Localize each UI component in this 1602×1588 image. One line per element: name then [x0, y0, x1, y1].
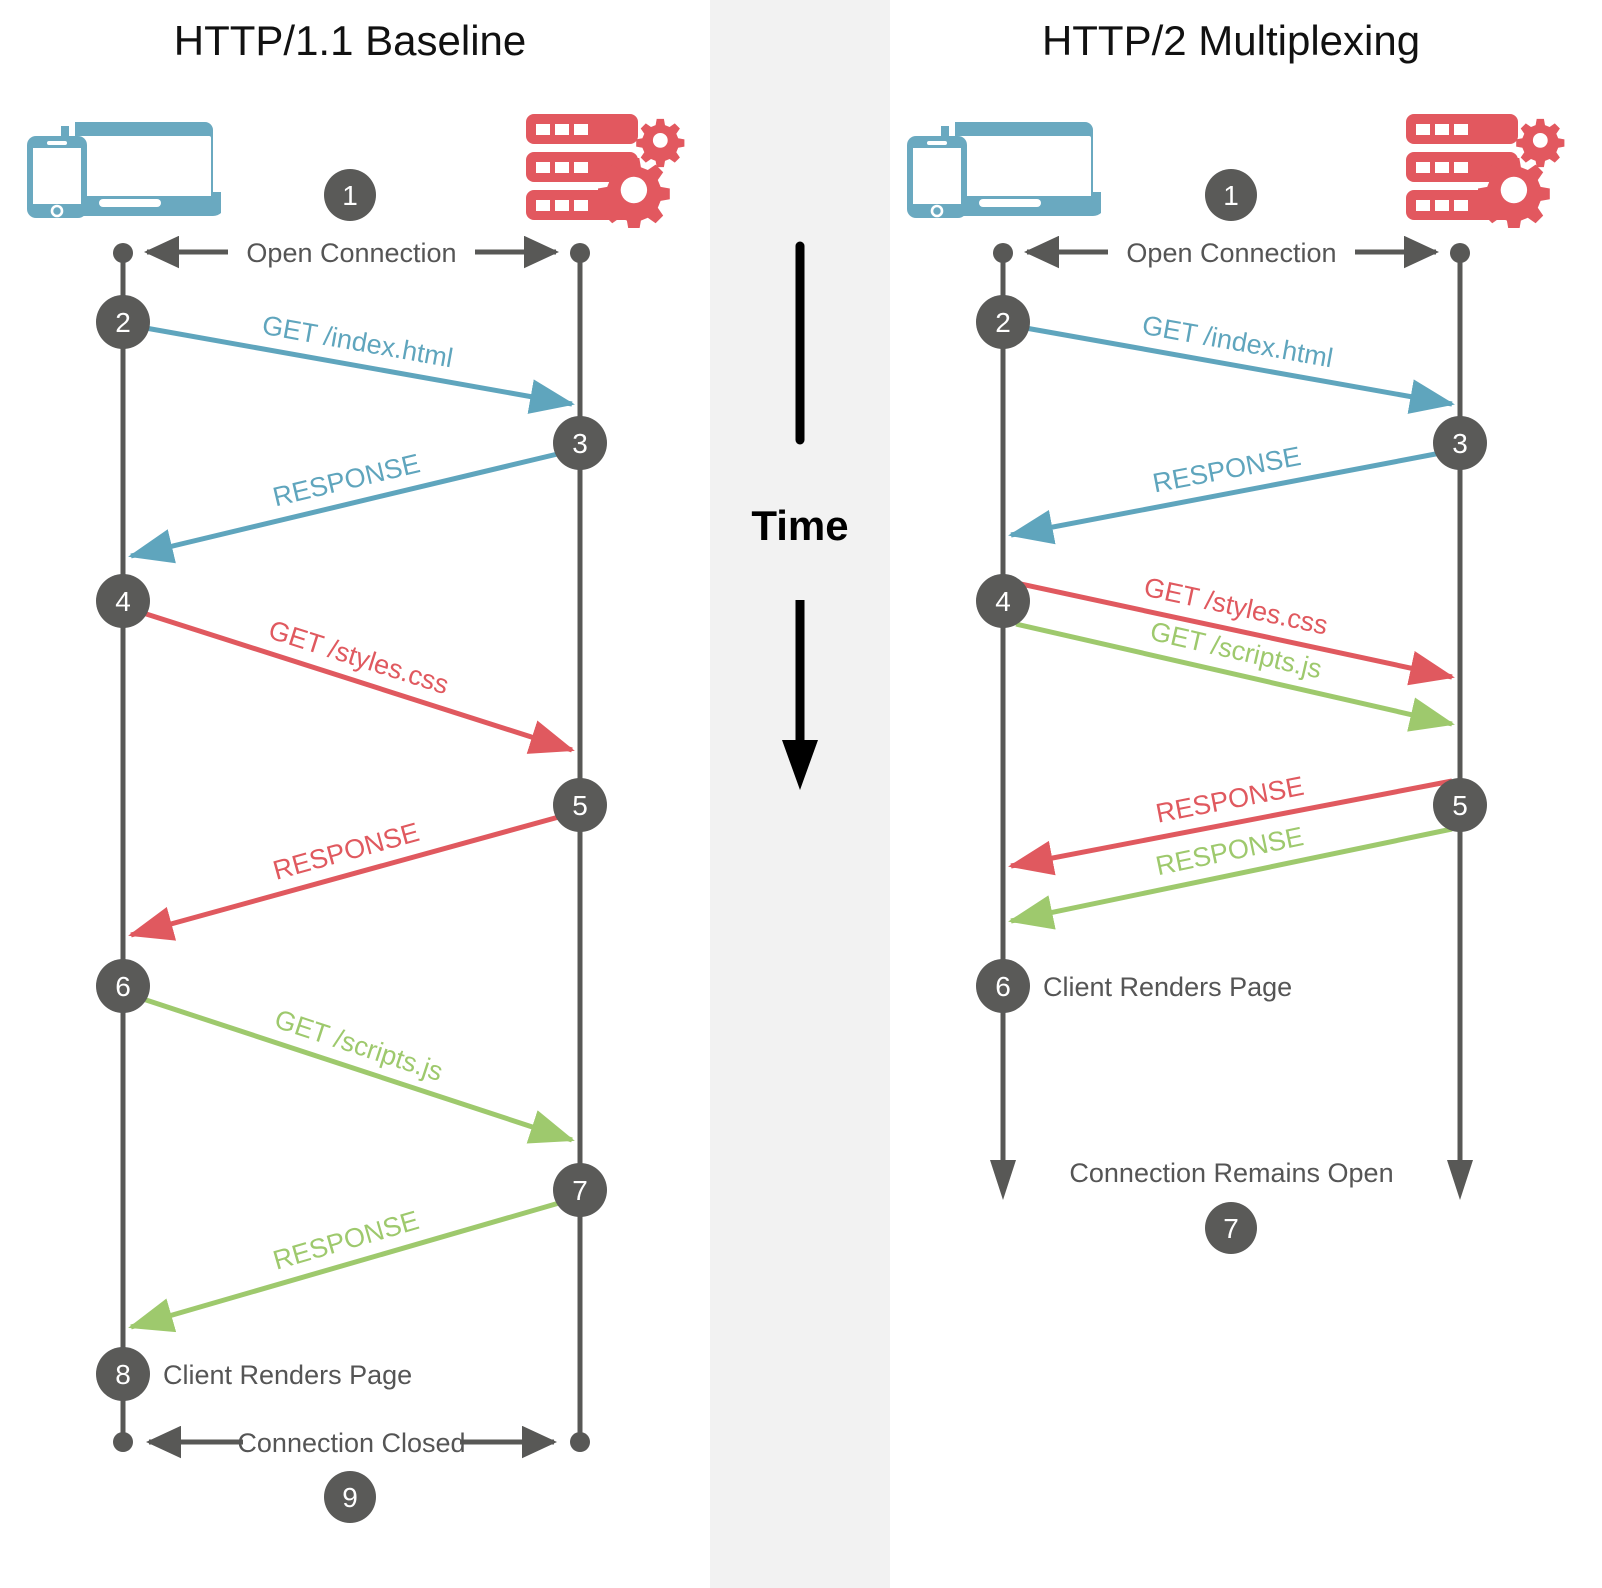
step-badge-circle	[976, 295, 1030, 349]
step-badge-number: 7	[572, 1175, 588, 1206]
step-badge-circle	[553, 416, 607, 470]
server-rack-gears-icon	[526, 114, 685, 228]
step-badge-circle	[1433, 416, 1487, 470]
step-badge-number: 3	[1452, 428, 1468, 459]
panel-title: HTTP/1.1 Baseline	[174, 17, 527, 64]
step-badge-number: 1	[342, 180, 358, 211]
message-arrow-blue-left	[128, 449, 567, 564]
message-label: RESPONSE	[1153, 821, 1306, 881]
client-devices-icon	[905, 120, 1101, 220]
step-badge-number: 2	[115, 307, 131, 338]
step-badge-number: 6	[115, 971, 131, 1002]
message-arrow-green-left	[128, 1198, 567, 1333]
step-badge-circle	[96, 574, 150, 628]
message-arrow-blue-right	[1019, 324, 1455, 414]
step-badge-number: 3	[572, 428, 588, 459]
step-badge-number: 1	[1223, 180, 1239, 211]
message-arrow-green-left	[1008, 826, 1453, 930]
message-label: GET /styles.css	[265, 615, 452, 701]
step-badge-number: 6	[995, 971, 1011, 1002]
lifeline-server-top-dot	[1450, 243, 1470, 263]
step-badge-number: 4	[995, 586, 1011, 617]
step-badge-circle	[553, 778, 607, 832]
lifeline-client-top-dot	[993, 243, 1013, 263]
message-arrow-red-left	[1008, 778, 1453, 876]
step-badge-circle	[1433, 778, 1487, 832]
step-badge-circle	[1205, 1202, 1257, 1254]
step-note-label: Client Renders Page	[163, 1360, 412, 1390]
step-badge-circle	[553, 1163, 607, 1217]
message-arrow-red-left	[128, 812, 567, 941]
time-label: Time	[751, 502, 848, 549]
client-devices-icon	[25, 120, 221, 220]
center-divider-band	[710, 0, 890, 1588]
step-badge-number: 7	[1223, 1213, 1239, 1244]
lifeline-server-bottom-arrow	[1447, 1160, 1473, 1200]
step-badge-circle	[1205, 169, 1257, 221]
message-label: RESPONSE	[1150, 441, 1303, 499]
step-badge-number: 9	[342, 1482, 358, 1513]
step-badge-circle	[96, 295, 150, 349]
step-badge-circle	[96, 959, 150, 1013]
message-label: GET /scripts.js	[271, 1004, 447, 1087]
message-arrow-red-right	[139, 609, 575, 754]
message-arrow-green-right	[139, 995, 575, 1144]
closing-label: Connection Remains Open	[1069, 1158, 1393, 1188]
message-arrow-blue-right	[139, 324, 575, 414]
step-badge-number: 8	[115, 1359, 131, 1390]
time-axis: Time	[751, 241, 849, 790]
message-arrow-red-right	[1015, 580, 1455, 686]
lifeline-server-bottom-dot	[570, 1432, 590, 1452]
server-rack-gears-icon	[1406, 114, 1565, 228]
step-badge-circle	[324, 1471, 376, 1523]
panel-title: HTTP/2 Multiplexing	[1042, 17, 1420, 64]
lifeline-client-top-dot	[113, 243, 133, 263]
step-note-label: Client Renders Page	[1043, 972, 1292, 1002]
step-badge-circle	[976, 574, 1030, 628]
step-badge-number: 2	[995, 307, 1011, 338]
message-label: RESPONSE	[1153, 771, 1306, 829]
closing-label: Connection Closed	[237, 1428, 465, 1458]
message-arrow-green-right	[1015, 621, 1455, 732]
handshake-label: Open Connection	[1126, 238, 1336, 268]
step-badge-circle	[324, 169, 376, 221]
step-badge-number: 5	[572, 790, 588, 821]
lifeline-client-bottom-dot	[113, 1432, 133, 1452]
lifeline-server-top-dot	[570, 243, 590, 263]
step-badge-circle	[976, 959, 1030, 1013]
handshake-label: Open Connection	[246, 238, 456, 268]
lifeline-client-bottom-arrow	[990, 1160, 1016, 1200]
message-arrow-blue-left	[1008, 449, 1447, 545]
step-badge-circle	[96, 1347, 150, 1401]
step-badge-number: 4	[115, 586, 131, 617]
step-badge-number: 5	[1452, 790, 1468, 821]
